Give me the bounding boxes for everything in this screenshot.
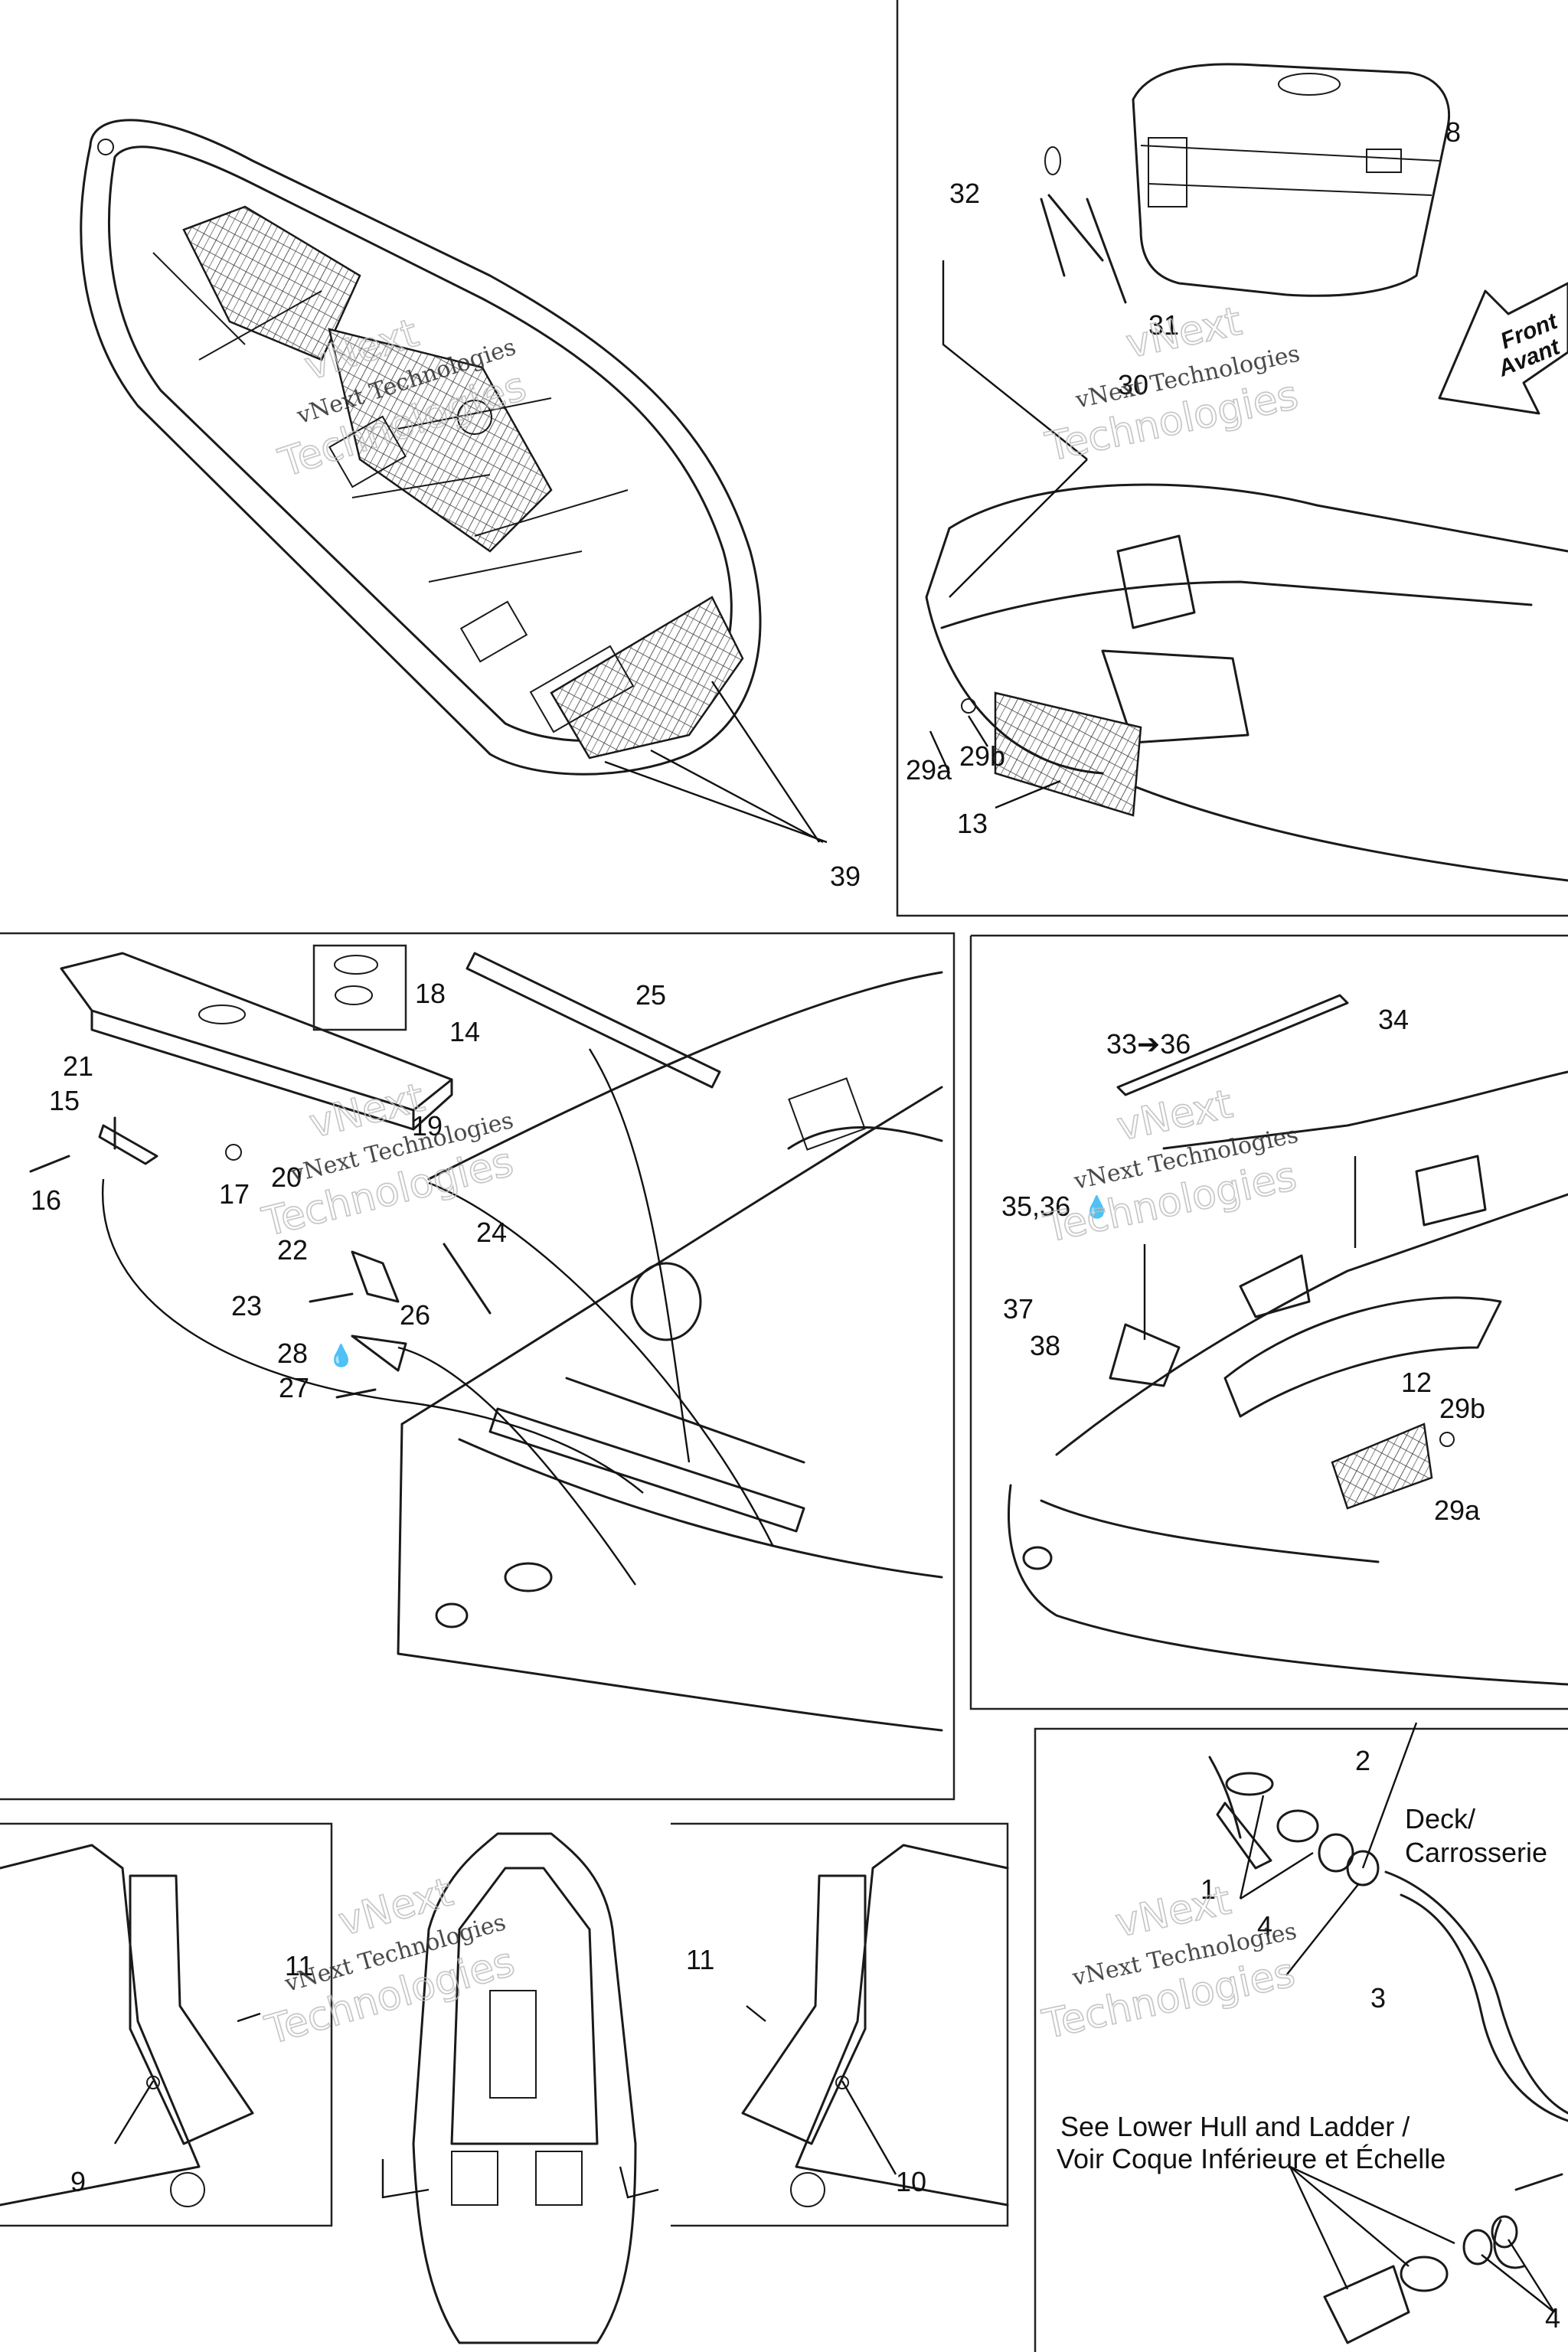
callout-24: 24 <box>476 1217 507 1248</box>
callout-27: 27 <box>279 1372 309 1403</box>
callout-35-36: 35,36 <box>1001 1191 1070 1222</box>
callout-12: 12 <box>1401 1367 1432 1398</box>
storage-net-13 <box>994 691 1142 817</box>
watermarks: vNext Technologies vNext Technologies vN… <box>257 298 1303 2055</box>
mat-middle <box>328 328 553 553</box>
callout-16: 16 <box>31 1184 61 1216</box>
callout-13: 13 <box>957 808 988 839</box>
callout-33-36: 33➔36 <box>1106 1028 1191 1060</box>
callout-29b-top: 29b <box>959 740 1005 772</box>
bow-storage <box>925 483 1568 882</box>
mat-front <box>182 205 361 361</box>
callout-15: 15 <box>49 1085 80 1116</box>
callout-34: 34 <box>1378 1004 1409 1035</box>
callout-2: 2 <box>1355 1745 1370 1776</box>
hinge-hardware <box>29 1116 492 1399</box>
trim-strip-25 <box>466 952 721 1089</box>
cooler-strap <box>1040 146 1127 304</box>
middle-left-leaders <box>101 1048 775 1586</box>
see-lower-hull-line1: See Lower Hull and Ladder / <box>1060 2111 1410 2142</box>
callout-26: 26 <box>400 1299 430 1331</box>
hull-interior <box>397 971 943 1732</box>
callout-31: 31 <box>1148 309 1179 341</box>
callout-4-lower: 4 <box>1545 2302 1560 2334</box>
boat-rear-view <box>381 1832 659 2344</box>
callout-39: 39 <box>830 861 861 892</box>
callout-22: 22 <box>277 1234 308 1266</box>
callout-11-left: 11 <box>285 1950 313 1981</box>
drain-hose <box>1208 1722 1568 2344</box>
callout-29b-right: 29b <box>1439 1393 1485 1424</box>
callout-29a-top: 29a <box>906 754 952 786</box>
cup-holder-inset <box>312 944 407 1031</box>
notes: Deck/ Carrosserie See Lower Hull and Lad… <box>1057 1803 1547 2174</box>
callout-38: 38 <box>1030 1330 1060 1361</box>
callout-20: 20 <box>271 1161 302 1193</box>
callout-23: 23 <box>231 1290 262 1321</box>
callout-18: 18 <box>415 978 446 1009</box>
callout-14: 14 <box>449 1016 480 1047</box>
callout-37: 37 <box>1003 1293 1034 1325</box>
boat-top-view <box>80 119 762 776</box>
callout-1: 1 <box>1200 1873 1216 1905</box>
callout-32: 32 <box>949 178 980 209</box>
see-lower-hull-line2: Voir Coque Inférieure et Échelle <box>1057 2143 1446 2174</box>
cooler <box>1132 63 1451 297</box>
callout-28: 28 <box>277 1338 308 1369</box>
front-arrow: Front Avant <box>1438 282 1568 415</box>
callout-39-leaders <box>604 681 828 844</box>
left-rear-panel <box>0 1844 261 2207</box>
drop-icon-28: 💧 <box>328 1343 354 1368</box>
callout-10: 10 <box>896 2166 926 2197</box>
right-rear-panel <box>741 1844 1009 2207</box>
stern-storage <box>1008 994 1568 1686</box>
top-right-leaders <box>929 260 1088 809</box>
deck-note-line2: Carrosserie <box>1405 1837 1547 1868</box>
callout-3: 3 <box>1370 1982 1386 2014</box>
callout-21: 21 <box>63 1050 93 1082</box>
callout-25: 25 <box>635 979 666 1011</box>
callout-8: 8 <box>1446 116 1461 148</box>
callout-29a-right: 29a <box>1434 1494 1481 1526</box>
storage-net-12 <box>1331 1423 1433 1510</box>
deck-note-line1: Deck/ <box>1405 1803 1475 1834</box>
middle-right-leaders <box>1143 1156 1357 1340</box>
callout-19: 19 <box>412 1110 443 1142</box>
callout-30: 30 <box>1118 369 1148 400</box>
callout-9: 9 <box>70 2166 86 2197</box>
callout-4: 4 <box>1257 1910 1272 1942</box>
callout-labels: 39 8 32 31 30 29a 29b 13 18 25 14 21 15 … <box>31 116 1560 2334</box>
mat-swim-platform <box>550 596 744 760</box>
callout-17: 17 <box>219 1178 250 1210</box>
drop-icon-35-36: 💧 <box>1083 1194 1110 1220</box>
callout-11-right: 11 <box>686 1944 714 1975</box>
seat-cushion <box>60 952 453 1131</box>
